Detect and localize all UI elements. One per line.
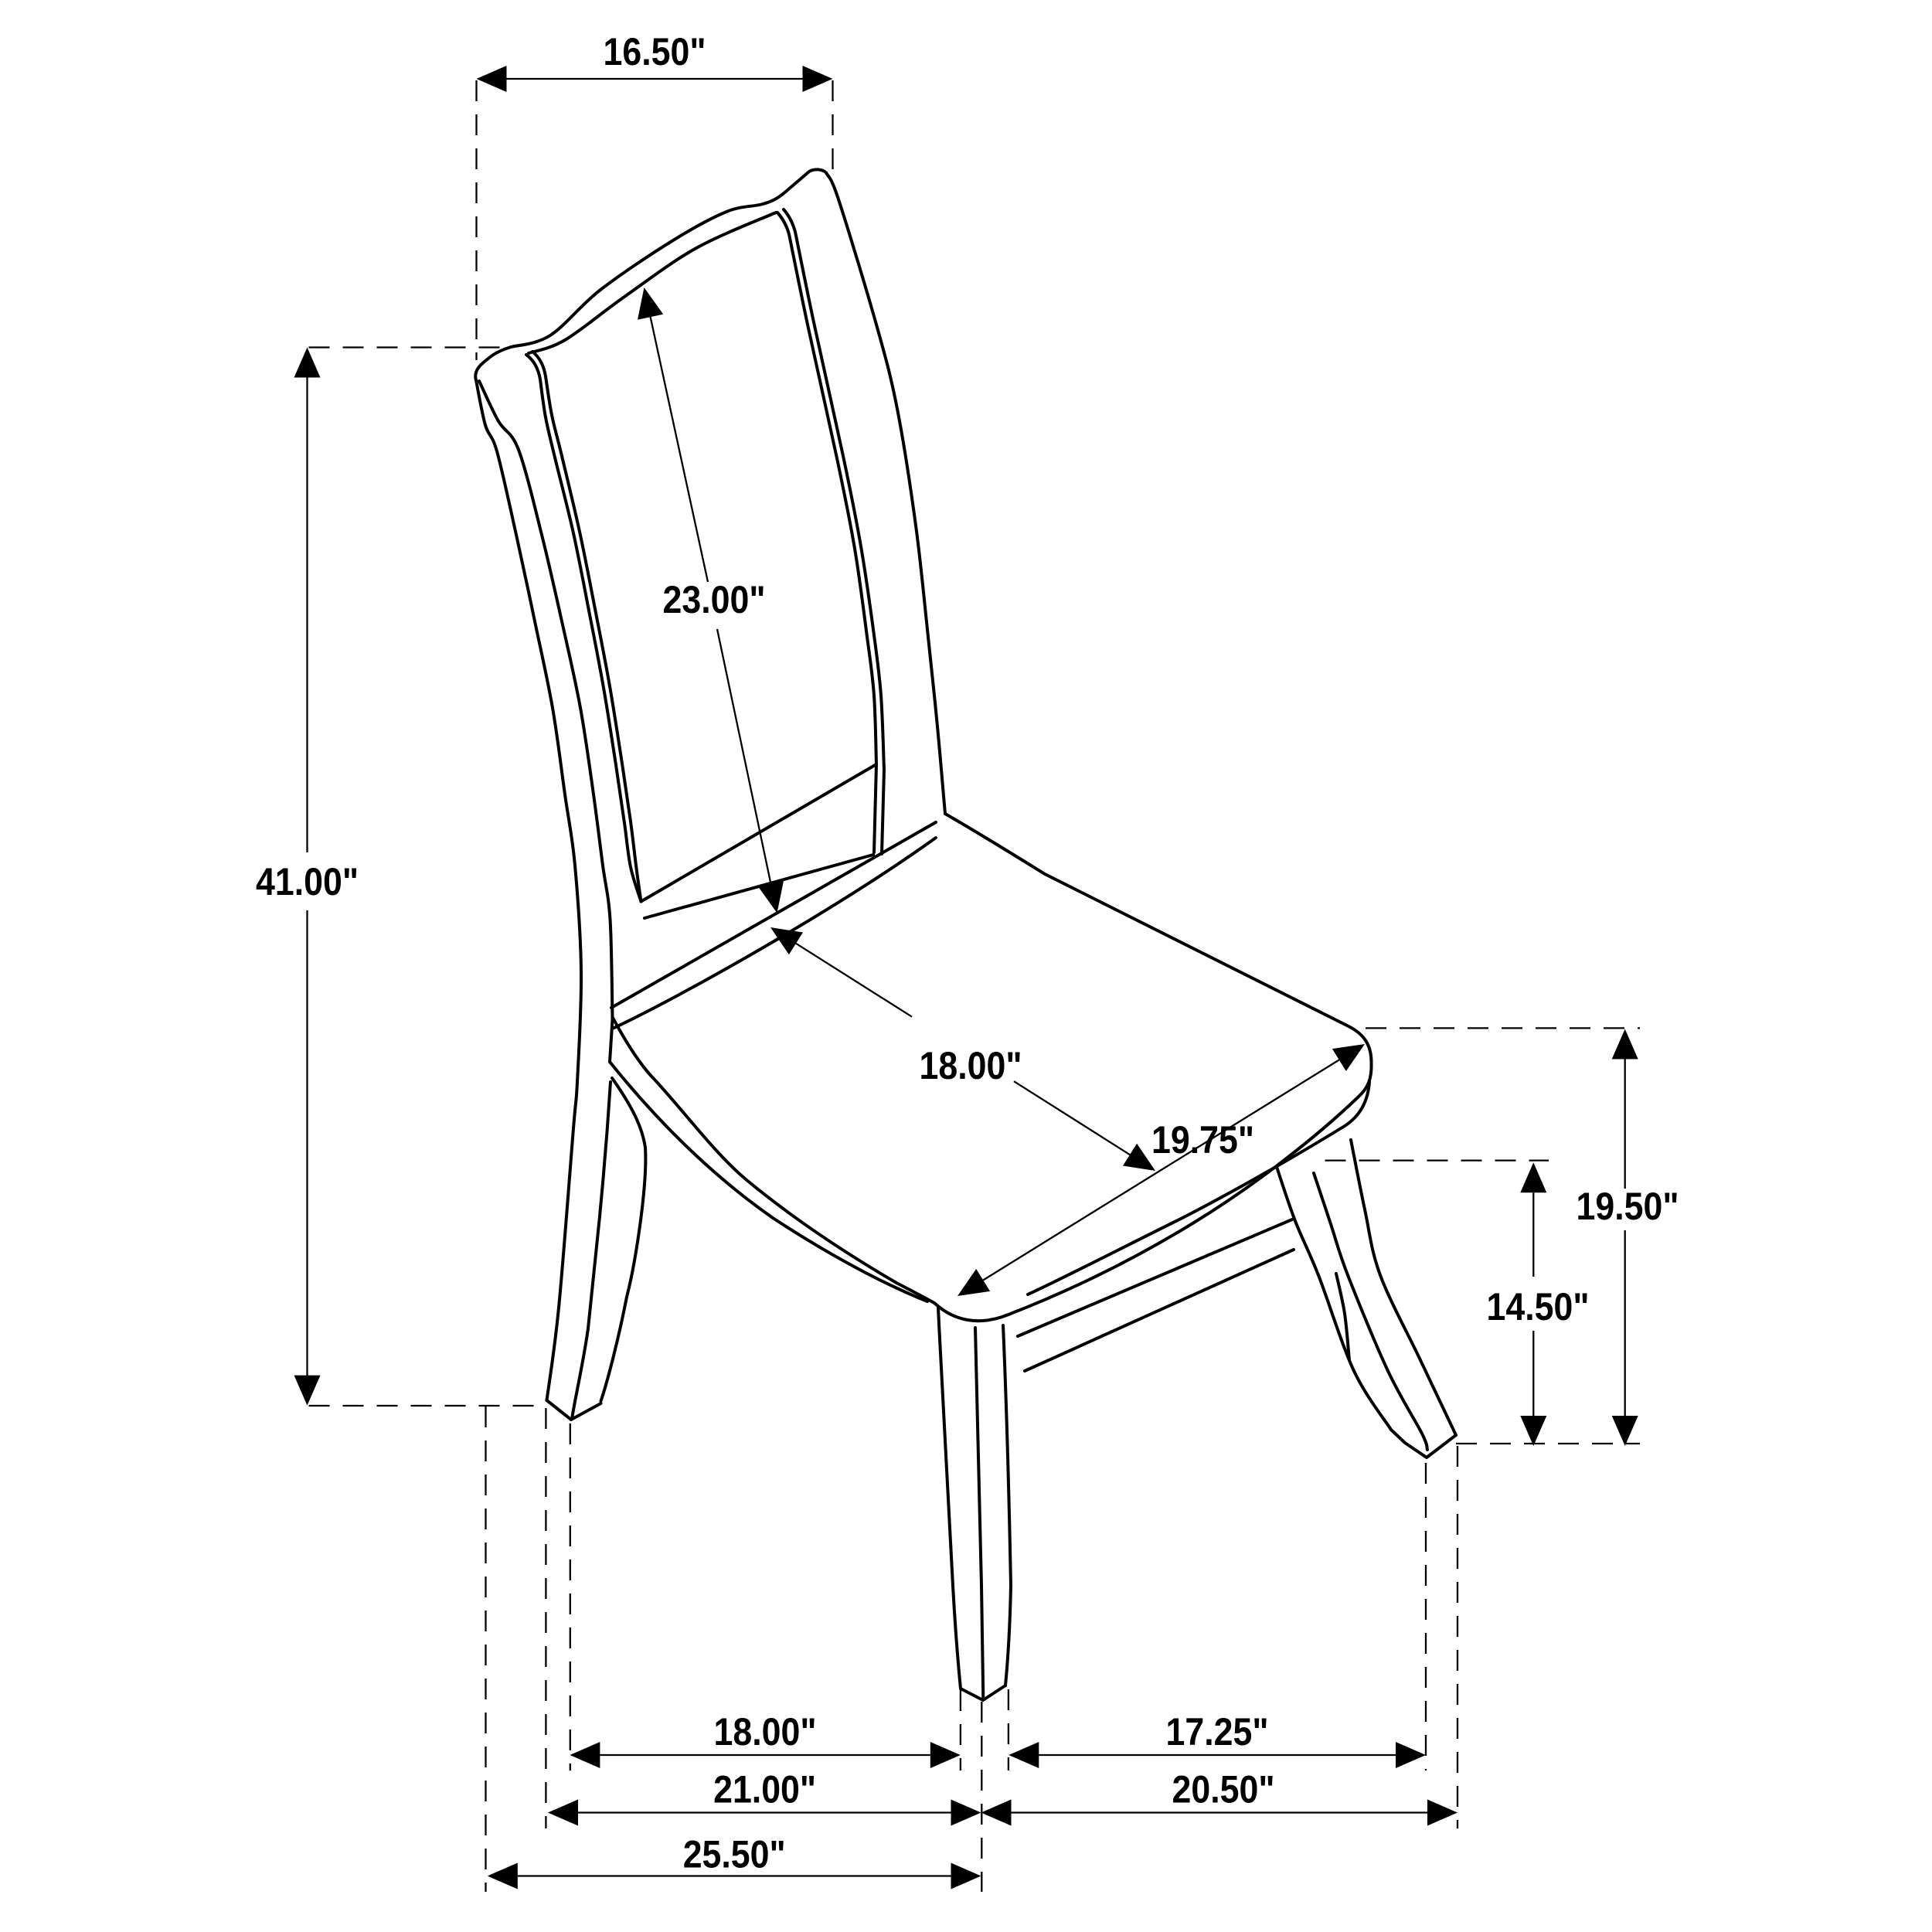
svg-text:21.00": 21.00" xyxy=(713,1768,816,1811)
svg-text:19.50": 19.50" xyxy=(1577,1185,1679,1228)
svg-text:19.75": 19.75" xyxy=(1151,1118,1254,1162)
svg-text:18.00": 18.00" xyxy=(714,1710,817,1753)
svg-text:25.50": 25.50" xyxy=(683,1832,786,1876)
svg-text:20.50": 20.50" xyxy=(1172,1768,1275,1811)
svg-text:17.25": 17.25" xyxy=(1166,1710,1269,1753)
svg-text:18.00": 18.00" xyxy=(920,1044,1022,1087)
svg-text:16.50": 16.50" xyxy=(604,30,706,73)
svg-text:23.00": 23.00" xyxy=(663,578,766,621)
svg-text:41.00": 41.00" xyxy=(256,860,359,903)
svg-text:14.50": 14.50" xyxy=(1487,1285,1590,1328)
